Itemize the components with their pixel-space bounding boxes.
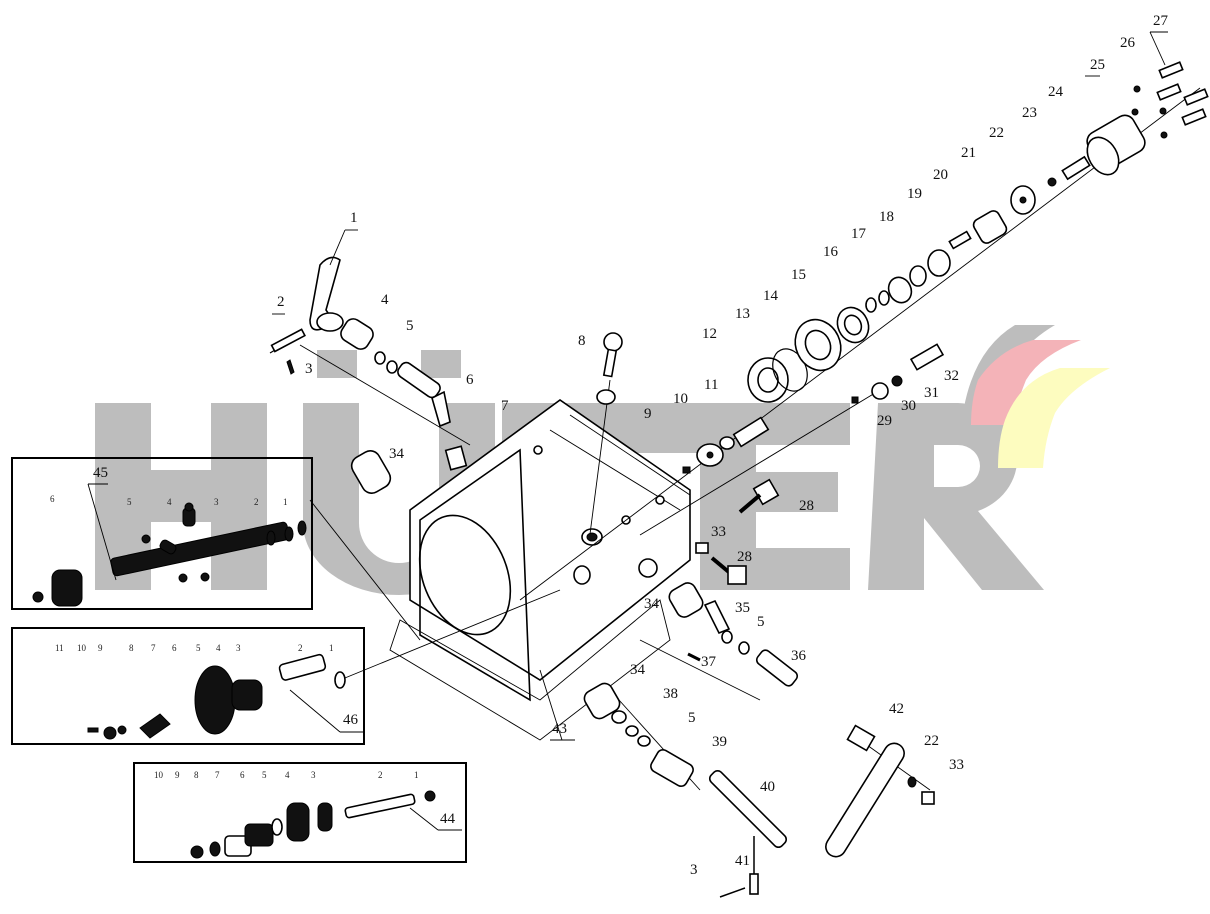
label-23: 23: [1022, 105, 1037, 121]
label-1: 1: [350, 210, 358, 226]
inset44-label-5: 5: [262, 770, 267, 780]
inset46-label-9: 9: [98, 643, 103, 653]
inset45-label-1: 1: [283, 497, 288, 507]
label-41: 41: [735, 853, 750, 869]
inset46-label-6: 6: [172, 643, 177, 653]
label-31: 31: [924, 385, 939, 401]
label-40: 40: [760, 779, 775, 795]
inset-46: [11, 627, 365, 745]
label-43: 43: [552, 721, 567, 737]
label-13: 13: [735, 306, 750, 322]
label-34b: 34: [644, 596, 660, 612]
label-44: 44: [440, 811, 456, 827]
inset45-label-6: 6: [50, 494, 55, 504]
label-36: 36: [791, 648, 807, 664]
bolt-group-28-32: [682, 343, 945, 585]
inset45-label-4: 4: [167, 497, 172, 507]
label-3: 3: [305, 361, 313, 377]
label-15: 15: [791, 267, 806, 283]
label-leaders: [87, 31, 1168, 831]
inset44-label-9: 9: [175, 770, 180, 780]
label-5: 5: [406, 318, 414, 334]
inset44-label-10: 10: [154, 770, 164, 780]
label-32: 32: [944, 368, 959, 384]
label-9: 9: [644, 406, 652, 422]
inset45-label-5: 5: [127, 497, 132, 507]
inset46-label-3: 3: [236, 643, 241, 653]
label-45: 45: [93, 465, 108, 481]
inset44-label-4: 4: [285, 770, 290, 780]
label-38: 38: [663, 686, 678, 702]
label-24: 24: [1048, 84, 1064, 100]
label-16: 16: [823, 244, 839, 260]
inset44-label-3: 3: [311, 770, 316, 780]
inset45-label-3: 3: [214, 497, 219, 507]
label-30: 30: [901, 398, 916, 414]
inset45-label-2: 2: [254, 497, 259, 507]
label-37: 37: [701, 654, 717, 670]
label-26: 26: [1120, 35, 1136, 51]
label-2: 2: [277, 294, 285, 310]
label-8: 8: [578, 333, 586, 349]
inset46-label-11: 11: [55, 643, 64, 653]
output-shaft-stack: [696, 61, 1209, 467]
label-4: 4: [381, 292, 389, 308]
label-12: 12: [702, 326, 717, 342]
inset46-label-7: 7: [151, 643, 156, 653]
inset44-label-8: 8: [194, 770, 199, 780]
shift-lever-group: [269, 256, 468, 494]
label-14: 14: [763, 288, 779, 304]
label-27: 27: [1153, 13, 1169, 29]
label-19: 19: [907, 186, 922, 202]
label-33a: 33: [711, 524, 726, 540]
label-29: 29: [877, 413, 892, 429]
label-33b: 33: [949, 757, 964, 773]
inset46-label-1: 1: [329, 643, 334, 653]
gear-housing-43: [389, 399, 691, 741]
inset46-label-5: 5: [196, 643, 201, 653]
label-22: 22: [989, 125, 1004, 141]
label-35: 35: [735, 600, 750, 616]
label-34a: 34: [389, 446, 405, 462]
label-28b: 28: [737, 549, 752, 565]
label-3b: 3: [690, 862, 698, 878]
label-21: 21: [961, 145, 976, 161]
label-34c: 34: [630, 662, 646, 678]
inset46-label-2: 2: [298, 643, 303, 653]
lower-linkage-group: [583, 582, 935, 898]
inset44-label-1: 1: [414, 770, 419, 780]
inset44-label-7: 7: [215, 770, 220, 780]
label-25: 25: [1090, 57, 1105, 73]
label-5b: 5: [757, 614, 765, 630]
part-labels: 1 2 3 4 5 6 7 8 9 10 11 12 13 14 15 16 1…: [50, 13, 1169, 878]
oil-plug-8: [596, 332, 623, 405]
label-6: 6: [466, 372, 474, 388]
label-22b: 22: [924, 733, 939, 749]
inset-44: [133, 762, 467, 863]
label-7: 7: [501, 398, 509, 414]
label-39: 39: [712, 734, 727, 750]
label-17: 17: [851, 226, 867, 242]
inset46-label-8: 8: [129, 643, 134, 653]
label-20: 20: [933, 167, 948, 183]
inset-45: [11, 457, 313, 610]
inset44-label-6: 6: [240, 770, 245, 780]
label-11: 11: [704, 377, 718, 393]
label-10: 10: [673, 391, 688, 407]
label-42: 42: [889, 701, 904, 717]
inset44-label-2: 2: [378, 770, 383, 780]
label-46: 46: [343, 712, 359, 728]
inset46-label-4: 4: [216, 643, 221, 653]
inset46-label-10: 10: [77, 643, 87, 653]
label-18: 18: [879, 209, 894, 225]
label-28a: 28: [799, 498, 814, 514]
label-5c: 5: [688, 710, 696, 726]
